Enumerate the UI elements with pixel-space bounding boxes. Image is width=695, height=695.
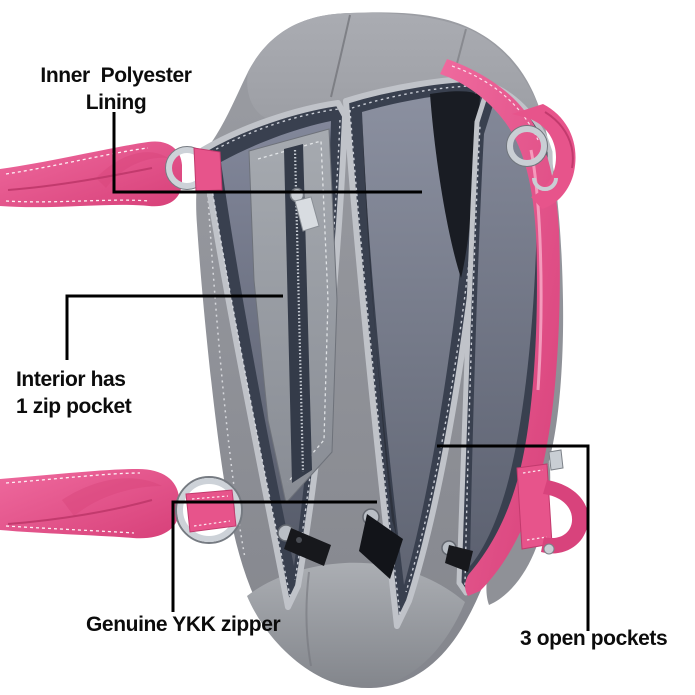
label-genuine-ykk-zipper: Genuine YKK zipper [86,611,281,638]
callout-line-zip-pocket [65,294,283,360]
zipper-pull-left [277,524,331,566]
label-line: Lining [85,91,147,114]
label-line: Inner Polyester [40,64,192,87]
label-open-pockets: 3 open pockets [520,625,668,652]
label-line: Genuine YKK zipper [86,613,281,636]
left-top-tab [193,147,223,192]
zip-pocket-panel [248,128,338,505]
zip-pocket-zipper [284,144,320,483]
right-top-handle [506,104,576,209]
left-bottom-d-ring [175,476,243,544]
left-bottom-strap [0,469,243,544]
left-top-strap [0,141,223,208]
callout-line-lining [112,112,422,194]
right-bottom-handle [516,449,589,555]
callout-line-open-pockets [437,444,590,631]
left-bottom-tab [185,489,237,533]
label-interior-zip-pocket: Interior has 1 zip pocket [16,366,132,420]
top-dome [247,12,552,230]
label-line: 3 open pockets [520,627,668,650]
label-line: 1 zip pocket [16,395,132,418]
callout-line-ykk [171,500,377,612]
zipper-pull-middle [359,508,403,579]
left-top-d-ring [165,146,223,192]
zipper-pull-right [441,540,473,572]
label-inner-polyester-lining: Inner Polyester Lining [18,62,214,116]
left-compartment [200,100,348,610]
label-line: Interior has [16,368,126,391]
